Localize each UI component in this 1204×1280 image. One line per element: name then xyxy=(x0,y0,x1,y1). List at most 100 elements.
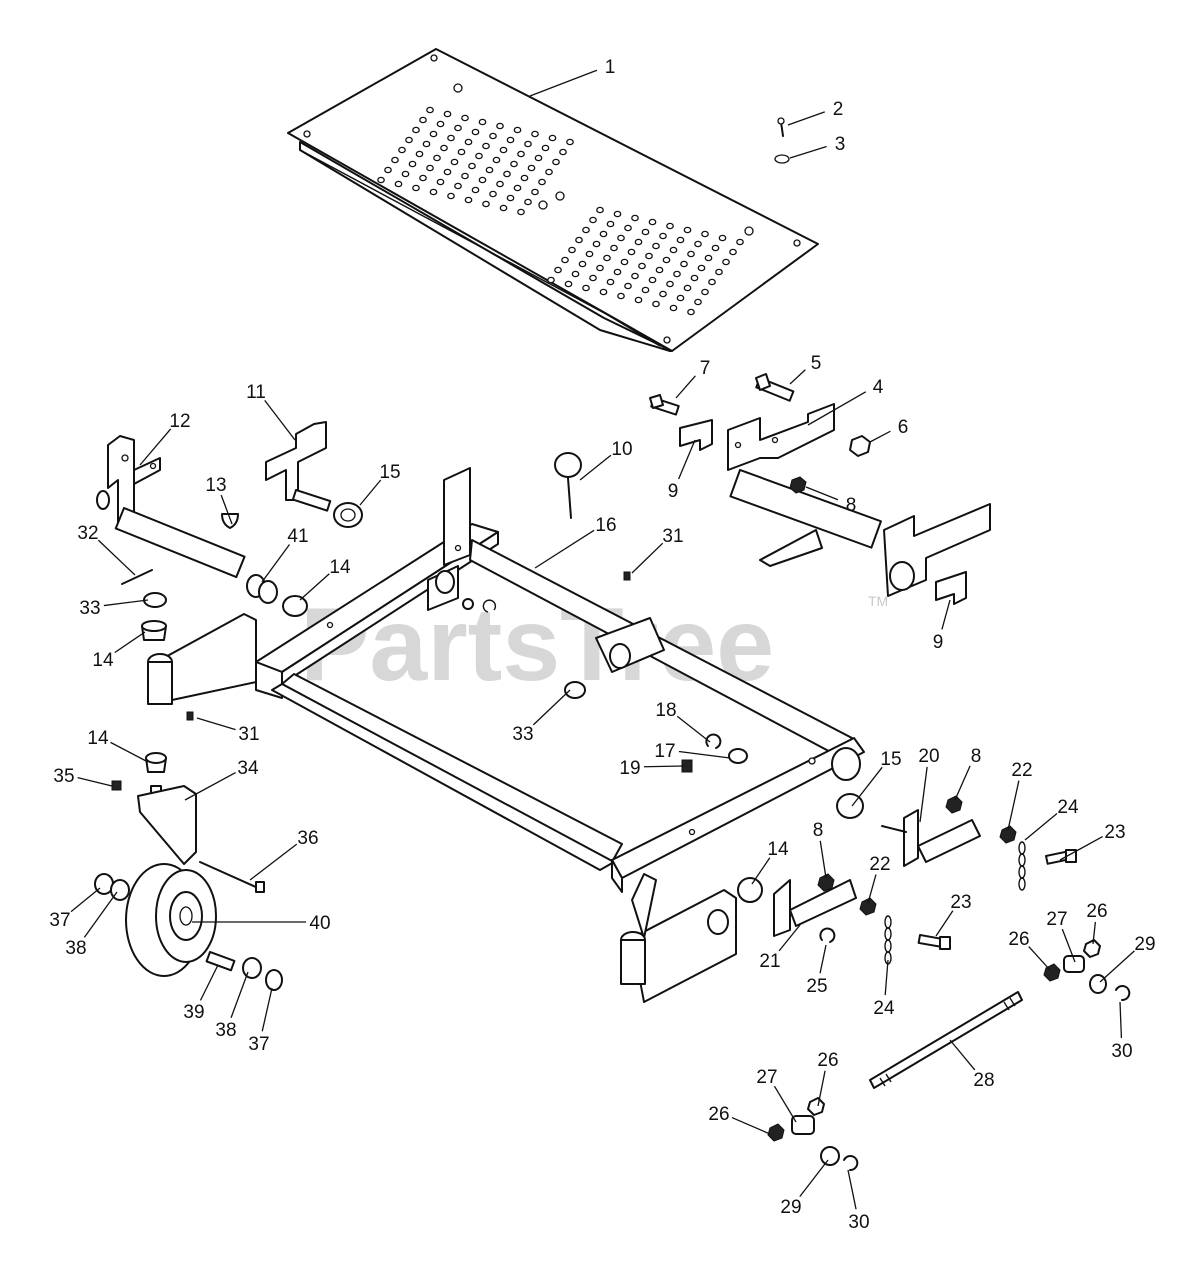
perforation-hole xyxy=(457,148,466,156)
part-grease-fitting-left xyxy=(186,711,194,721)
perforation-hole xyxy=(496,122,504,130)
part-front-axle-bracket xyxy=(727,403,991,597)
perforation-hole xyxy=(499,146,508,154)
perforation-hole xyxy=(627,248,636,256)
callout-label-21: 21 xyxy=(759,951,780,972)
perforation-hole xyxy=(645,252,653,260)
part-bushing-14-caster xyxy=(145,752,167,773)
callout-leader-38 xyxy=(83,891,118,938)
callout-leader-21 xyxy=(778,924,801,952)
perforation-hole xyxy=(659,290,667,298)
callout-label-1: 1 xyxy=(605,57,616,78)
perforation-hole xyxy=(552,158,560,166)
perforation-hole xyxy=(454,124,462,132)
perforation-hole xyxy=(405,136,413,144)
part-bolt-23-lower xyxy=(917,933,951,950)
part-nut-8-right-lower xyxy=(817,873,835,892)
callout-label-14: 14 xyxy=(92,650,114,671)
part-bushing-14-right xyxy=(737,877,763,903)
callout-leader-25 xyxy=(819,944,827,974)
callout-label-10: 10 xyxy=(611,439,632,460)
perforation-hole xyxy=(687,250,695,258)
perforation-hole xyxy=(606,278,615,286)
callout-leader-27 xyxy=(773,1085,797,1123)
callout-leader-33 xyxy=(532,689,571,726)
perforation-hole xyxy=(554,266,562,274)
callout-label-3: 3 xyxy=(835,134,846,155)
perforation-hole xyxy=(617,234,625,242)
perforation-hole xyxy=(652,242,660,250)
callout-leader-28 xyxy=(949,1039,976,1071)
perforation-hole xyxy=(391,156,399,164)
perforation-hole xyxy=(464,138,473,146)
part-caster-arm-left xyxy=(147,613,257,705)
part-washers-right xyxy=(242,957,283,991)
callout-label-23: 23 xyxy=(950,892,971,913)
perforation-hole xyxy=(394,180,403,188)
perforation-hole xyxy=(729,248,737,256)
callout-label-27: 27 xyxy=(756,1067,777,1088)
part-washer-33-center xyxy=(564,681,586,699)
callout-label-31: 31 xyxy=(238,724,259,745)
part-bolt-small xyxy=(649,394,680,416)
perforation-hole xyxy=(443,168,452,176)
callout-label-15: 15 xyxy=(880,749,901,770)
perforation-hole xyxy=(613,268,622,276)
perforation-hole xyxy=(527,164,536,172)
perforation-hole xyxy=(669,246,678,254)
perforation-hole xyxy=(599,230,608,238)
perforation-hole xyxy=(419,174,427,182)
callout-label-26: 26 xyxy=(1086,901,1107,922)
callout-label-8: 8 xyxy=(846,495,857,516)
perforation-hole xyxy=(669,304,678,312)
callout-leader-9 xyxy=(678,439,696,480)
perforation-hole xyxy=(566,138,574,146)
part-threaded-rod xyxy=(869,991,1023,1089)
callout-leader-11 xyxy=(264,399,296,441)
part-nut-axle xyxy=(789,476,807,494)
callout-leader-7 xyxy=(675,375,696,399)
perforation-hole xyxy=(575,236,583,244)
perforation-hole xyxy=(599,288,608,296)
callout-leader-17 xyxy=(678,750,731,759)
callout-leader-8 xyxy=(805,486,839,501)
callout-leader-14 xyxy=(299,573,330,601)
perforation-hole xyxy=(683,284,692,292)
perforation-hole xyxy=(582,226,590,234)
callout-leader-1 xyxy=(529,69,598,97)
perforation-hole xyxy=(694,240,702,248)
part-trunnion-upper xyxy=(1043,939,1131,1002)
perforation-hole xyxy=(489,190,497,198)
callout-label-28: 28 xyxy=(973,1070,994,1091)
callout-label-8: 8 xyxy=(971,746,982,767)
callout-leader-22 xyxy=(867,874,877,904)
callout-label-19: 19 xyxy=(619,758,640,779)
callout-leader-36 xyxy=(249,843,298,881)
perforation-hole xyxy=(440,144,448,152)
perforation-hole xyxy=(690,274,699,282)
perforation-hole xyxy=(736,238,744,246)
perforation-hole xyxy=(482,142,490,150)
perforation-hole xyxy=(596,264,604,272)
part-clip-18 xyxy=(705,733,722,749)
callout-label-24: 24 xyxy=(1057,797,1079,818)
part-spacer-39 xyxy=(205,950,236,972)
part-grease-fitting-center xyxy=(623,571,631,581)
callout-leader-14 xyxy=(751,857,771,885)
perforation-hole xyxy=(547,276,555,284)
part-bushing-14-left xyxy=(141,620,167,641)
part-lift-arm-11 xyxy=(265,421,332,512)
watermark-trademark: TM xyxy=(868,593,888,609)
perforation-hole xyxy=(701,230,709,238)
perforation-hole xyxy=(641,286,650,294)
callout-label-4: 4 xyxy=(873,377,884,398)
callout-leader-15 xyxy=(851,766,883,807)
callout-leader-23 xyxy=(935,910,954,937)
perforation-hole xyxy=(578,260,587,268)
perforation-hole xyxy=(503,170,511,178)
callout-leader-39 xyxy=(199,964,219,1001)
perforation-hole xyxy=(603,254,611,262)
perforation-hole xyxy=(471,186,480,194)
part-deck-plate xyxy=(287,48,819,352)
perforation-hole xyxy=(582,284,590,292)
